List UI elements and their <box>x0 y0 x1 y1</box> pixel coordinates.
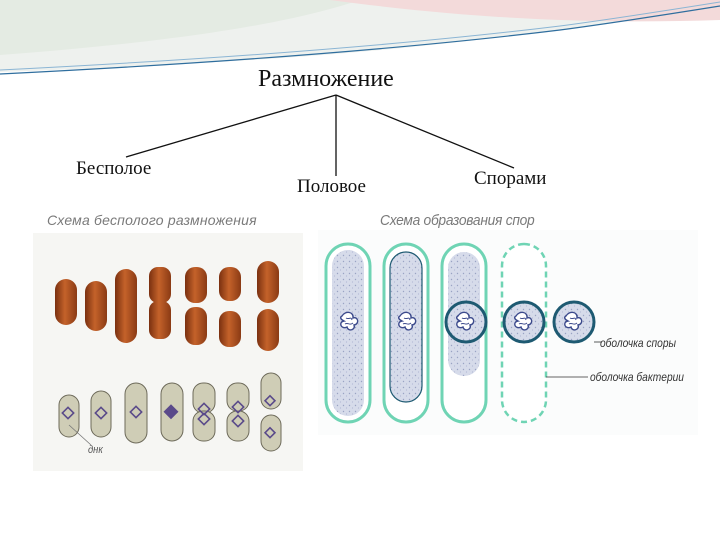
tree-branch-spores: Спорами <box>474 168 547 189</box>
spore-stage-3 <box>440 242 488 424</box>
tree-branch-sexual: Половое <box>297 176 366 197</box>
tree-root-label: Размножение <box>258 66 394 92</box>
tree-branch-asexual: Бесполое <box>76 158 152 179</box>
asexual-illustration <box>55 261 282 452</box>
label-spore-wall: оболочка споры <box>600 336 676 350</box>
asexual-illustration-panel <box>33 233 303 471</box>
spore-stage-2 <box>382 242 430 424</box>
spore-illustration <box>324 242 602 424</box>
spore-stage-1 <box>324 242 372 424</box>
label-dna: днк <box>88 444 103 456</box>
tree-connectors <box>125 94 515 176</box>
caption-asexual-scheme: Схема бесполого размножения <box>47 212 257 228</box>
spore-illustration-panel <box>318 230 698 435</box>
header-decoration <box>0 0 720 75</box>
spore-stage-4 <box>500 242 548 424</box>
rod-row-top <box>55 261 279 351</box>
caption-spore-scheme: Схема образования спор <box>380 212 535 229</box>
label-cell-wall: оболочка бактерии <box>590 370 684 384</box>
dna-pointer <box>68 424 92 446</box>
free-spore <box>552 300 596 344</box>
dna-markers <box>61 394 277 439</box>
